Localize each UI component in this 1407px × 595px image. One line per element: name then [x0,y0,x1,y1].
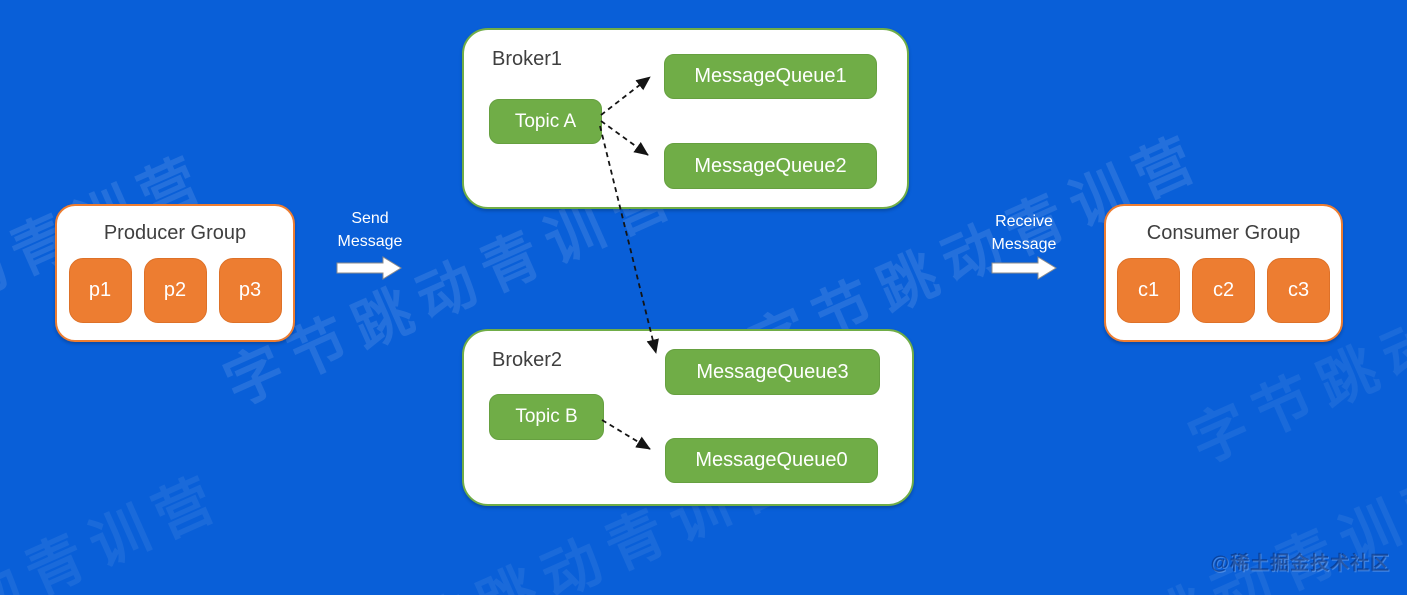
producer-group-title: Producer Group [103,222,247,244]
watermark-text: 字节跳动青训营 [0,462,235,595]
send-label-line2: Message [337,233,403,250]
consumer-c3: c3 [1267,258,1330,323]
consumer-group-title: Consumer Group [1146,222,1301,244]
consumer-c1: c1 [1117,258,1180,323]
receive-flow-arrow [991,256,1057,280]
message-queue-1-node: MessageQueue1 [664,54,877,99]
broker2-box: Broker2 Topic B MessageQueue3 MessageQue… [462,329,914,506]
producer-chip-row: p1 p2 p3 [57,258,293,323]
send-message-label: Send Message [310,207,430,253]
message-queue-3-node: MessageQueue3 [665,349,880,395]
send-flow-arrow [336,256,402,280]
topic-a-node: Topic A [489,99,602,144]
send-label-line1: Send [351,210,389,227]
broker2-title: Broker2 [492,349,563,371]
consumer-c2: c2 [1192,258,1255,323]
producer-p3: p3 [218,258,282,323]
producer-group-box: Producer Group p1 p2 p3 [55,204,295,342]
message-queue-2-node: MessageQueue2 [664,143,877,189]
community-credit: @稀土掘金技术社区 [1210,553,1390,574]
broker1-title: Broker1 [492,48,563,70]
broker1-box: Broker1 Topic A MessageQueue1 MessageQue… [462,28,909,209]
consumer-chip-row: c1 c2 c3 [1106,258,1341,323]
message-queue-0-node: MessageQueue0 [665,438,878,483]
receive-label-line1: Receive [995,213,1053,230]
receive-label-line2: Message [991,236,1057,253]
producer-p1: p1 [68,258,132,323]
topic-b-node: Topic B [489,394,604,440]
receive-message-label: Receive Message [964,210,1084,256]
producer-p2: p2 [143,258,207,323]
consumer-group-box: Consumer Group c1 c2 c3 [1104,204,1343,342]
